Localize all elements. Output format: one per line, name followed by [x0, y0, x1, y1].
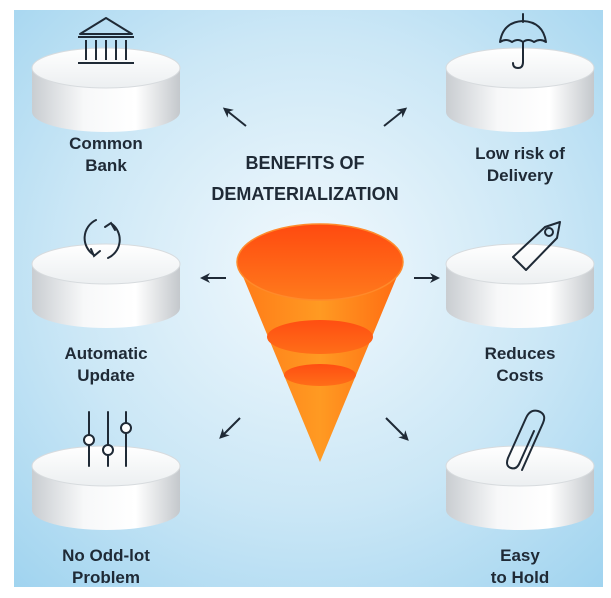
arrow-to-low-risk	[383, 107, 408, 127]
refresh-icon	[83, 219, 121, 259]
arrow-to-easy-to-hold	[385, 417, 409, 441]
benefit-label-line-2: Bank	[85, 156, 127, 175]
benefit-label-line-1: Common	[69, 134, 143, 153]
cone-ring-lower	[284, 364, 356, 386]
pedestal-no-odd-lot	[31, 445, 181, 531]
arrow-to-no-odd-lot	[219, 417, 241, 439]
pedestal-common-bank	[31, 47, 181, 133]
funnel-cone	[236, 223, 404, 462]
benefit-label-line-1: Reduces	[484, 344, 556, 363]
benefit-label-line-1: No Odd-lot	[62, 546, 150, 565]
sliders-icon	[83, 411, 132, 467]
arrows	[200, 107, 440, 441]
benefit-label-line-2: Problem	[71, 568, 141, 587]
benefit-label-line-1: Automatic	[64, 344, 148, 363]
title-line-2: DEMATERIALIZATION	[211, 184, 399, 204]
benefit-label-line-2: Update	[77, 366, 135, 385]
price-tag-icon	[512, 221, 561, 271]
diagram-title: BENEFITS OF DEMATERIALIZATION	[180, 148, 430, 210]
pedestal-low-risk	[445, 47, 595, 133]
pedestal-easy-to-hold	[445, 445, 595, 531]
benefit-label-no-odd-lot: No Odd-lot Problem	[31, 545, 181, 589]
bank-icon	[78, 17, 134, 64]
pedestal-automatic-update	[31, 243, 181, 329]
benefit-label-line-2: Costs	[496, 366, 544, 385]
arrow-to-common-bank	[222, 107, 247, 127]
benefit-label-line-2: Delivery	[486, 166, 554, 185]
benefit-label-low-risk: Low risk of Delivery	[445, 143, 595, 187]
benefit-label-common-bank: Common Bank	[31, 133, 181, 177]
benefit-label-automatic-update: Automatic Update	[31, 343, 181, 387]
benefit-label-reduces-costs: Reduces Costs	[445, 343, 595, 387]
benefit-label-line-1: Easy	[500, 546, 540, 565]
title-line-1: BENEFITS OF	[245, 153, 365, 173]
cone-ring-upper	[267, 320, 373, 354]
umbrella-icon	[499, 13, 547, 69]
paperclip-icon	[506, 409, 546, 471]
benefit-label-line-2: to Hold	[490, 568, 550, 587]
benefit-label-easy-to-hold: Easy to Hold	[445, 545, 595, 589]
benefit-label-line-1: Low risk of	[475, 144, 565, 163]
pedestal-reduces-costs	[445, 243, 595, 329]
